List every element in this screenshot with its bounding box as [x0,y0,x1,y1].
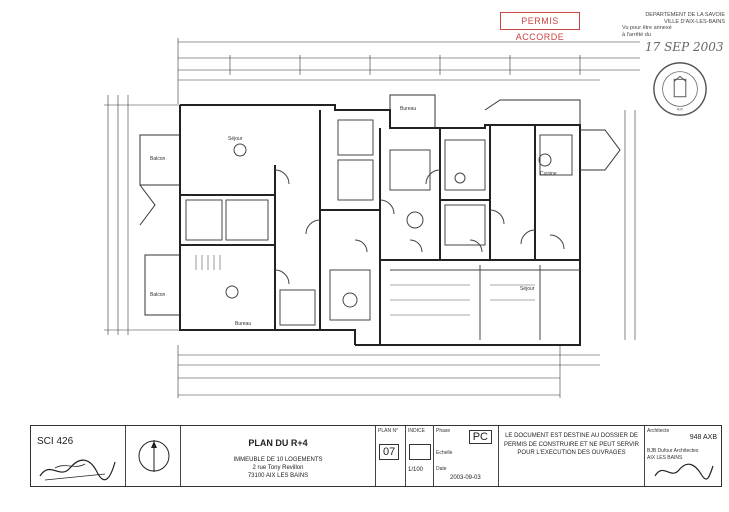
title-block: SCI 426 PLAN DU R+4 IMMEUBLE DE 10 LOGEM… [30,425,722,487]
handwritten-date: 17 SEP 2003 [645,40,724,54]
echelle-label: Echelle [436,450,453,456]
phase-value: PC [468,430,492,444]
phase-cell: Phase PC Echelle Date 2003-09-03 [434,426,499,486]
indice-label: INDICE [408,428,425,434]
department-stamp: DEPARTEMENT DE LA SAVOIE VILLE D'AIX-LES… [610,12,725,38]
room-label: Séjour [520,286,535,292]
note-cell: LE DOCUMENT EST DESTINE AU DOSSIER DE PE… [499,426,645,486]
room-label: Bureau [400,106,416,112]
project-cell: SCI 426 [31,426,126,486]
architect-label: Architecte [647,428,670,434]
permis-accorde-stamp: PERMIS ACCORDE [500,12,580,42]
plan-no-label: PLAN N° [378,428,399,434]
architect-cell: Architecte 948 AXB BJB Dufour Architecte… [645,426,721,486]
dossier-note: LE DOCUMENT EST DESTINE AU DOSSIER DE PE… [503,433,640,456]
date-label: Date [436,466,447,472]
plan-title: PLAN DU R+4 [248,438,308,448]
architect-signature-icon [654,463,714,480]
phase-label: Phase [436,428,451,434]
architect-id: 948 AXB [689,434,717,441]
department-line: VILLE D'AIX-LES-BAINS [664,18,725,25]
address-line: IMMEUBLE DE 10 LOGEMENTS [233,457,323,463]
floor-plan-drawing: Bureau Bureau Balcon Balcon Séjour Séjou… [104,38,640,398]
room-label: Bureau [235,321,251,327]
north-arrow-icon [138,440,170,472]
address-line: 73100 AIX LES BAINS [247,473,309,479]
plan-info-cell: PLAN DU R+4 IMMEUBLE DE 10 LOGEMENTS 2 r… [181,426,376,486]
city-seal-icon: AIX [653,62,707,116]
department-line: Vu pour être annexé [622,25,672,31]
date-value: 2003-09-03 [450,475,481,481]
room-label: Balcon [150,292,166,298]
project-code: SCI 426 [37,436,74,447]
room-label: Cuisine [540,171,557,177]
plan-number-cell: PLAN N° 07 [376,426,406,486]
room-label: Balcon [150,156,166,162]
signature-icon [39,459,116,481]
architect-line: BJB Dufour Architectes [647,448,699,454]
address-block: IMMEUBLE DE 10 LOGEMENTS 2 rue Tony Revi… [181,456,375,480]
department-line: à l'arrêté du [622,31,651,38]
plan-number: 07 [379,444,400,460]
north-cell [126,426,181,486]
department-line: DEPARTEMENT DE LA SAVOIE [645,12,725,18]
indice-cell: INDICE 1/100 [406,426,434,486]
scale-value: 1/100 [408,467,424,473]
address-line: 2 rue Tony Revillon [252,465,304,471]
room-label: Séjour [228,136,243,142]
architect-line: AIX LES BAINS [647,455,683,461]
svg-text:AIX: AIX [677,107,684,111]
